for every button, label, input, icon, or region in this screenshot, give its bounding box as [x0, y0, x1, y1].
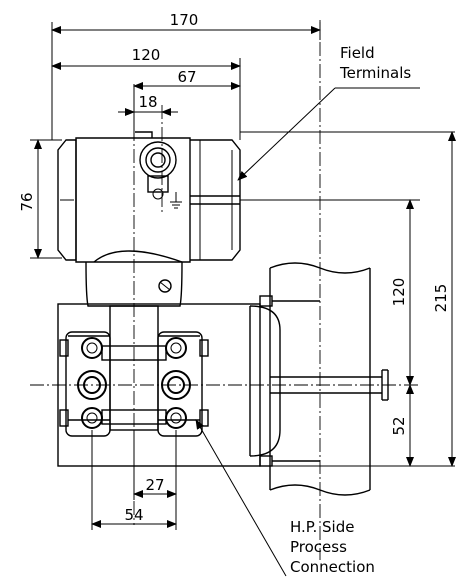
capsule-body	[68, 305, 200, 431]
hp-side-leader	[195, 419, 287, 577]
mounting-pipe	[249, 262, 389, 496]
field-terminals-label-line1: Field	[340, 44, 375, 62]
mounting-plate	[57, 303, 261, 467]
transmitter-housing	[57, 131, 241, 263]
hp-side-label-line3: Connection	[290, 558, 375, 576]
left-flange	[59, 331, 111, 437]
dim-67: 67	[177, 68, 196, 86]
dim-76: 76	[18, 192, 36, 211]
dim-170: 170	[170, 11, 199, 29]
annotations: Field Terminals H.P. Side Process Connec…	[195, 44, 420, 577]
extension-lines	[30, 22, 455, 530]
field-terminals-label-line2: Terminals	[339, 64, 411, 82]
hp-side-label-line1: H.P. Side	[290, 518, 354, 536]
dim-54: 54	[124, 506, 143, 524]
dim-18: 18	[138, 93, 157, 111]
center-lines	[30, 20, 420, 560]
dimension-lines	[34, 26, 456, 528]
dim-27: 27	[145, 476, 164, 494]
right-flange	[157, 331, 209, 437]
dimension-labels: 170 120 67 18 76 120 215 52 27 54	[18, 11, 450, 524]
dim-120-horizontal: 120	[132, 46, 161, 64]
hp-side-label-line2: Process	[290, 538, 347, 556]
dim-215: 215	[432, 284, 450, 313]
dim-52: 52	[390, 416, 408, 435]
dim-120-vertical: 120	[390, 278, 408, 307]
